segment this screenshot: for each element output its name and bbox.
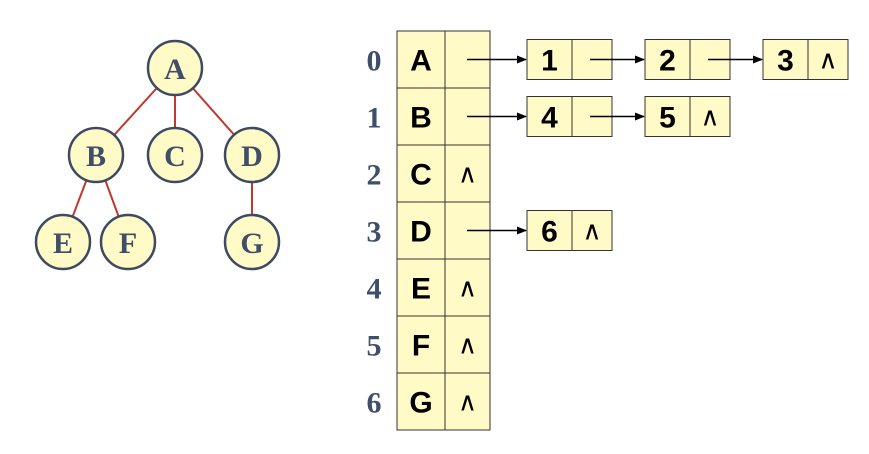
tree-node-d: D [223,126,281,184]
child-index-cell [644,39,691,80]
null-pointer-icon: ∧ [458,160,477,190]
tree-node-b: B [67,126,125,184]
tree-node-label: A [164,53,186,86]
child-node-4: 4 [526,96,645,137]
row-index-label: 4 [367,273,382,306]
child-index-cell [526,39,573,80]
null-pointer-icon: ∧ [818,46,837,76]
tree-node-label: C [164,140,186,173]
tree-node-label: D [241,140,263,173]
null-pointer-icon: ∧ [700,103,719,133]
next-pointer-cell [571,210,613,251]
tree-node-circle [223,126,281,184]
next-pointer-cell [689,96,731,137]
data-cell-label: D [410,216,432,249]
child-node-6: 6∧ [526,210,613,251]
child-index-label: 4 [541,102,558,135]
child-node-5: 5∧ [644,96,731,137]
tree-node-circle [34,213,92,271]
tree-node-label: B [86,140,106,173]
child-index-label: 2 [659,45,676,78]
data-cell-label: C [410,159,432,192]
tree-node-label: G [240,227,263,260]
tree-node-label: E [53,227,73,260]
data-cell-label: A [410,45,432,78]
row-index-label: 5 [367,330,382,363]
tree-node-circle [99,213,157,271]
pointer-cell [444,258,491,317]
data-cell-label: B [410,102,432,135]
child-index-label: 1 [541,45,558,78]
data-cell-label: F [412,330,430,363]
pointer-cell [444,372,491,431]
null-pointer-icon: ∧ [458,274,477,304]
row-index-label: 1 [367,102,382,135]
row-index-label: 6 [367,387,382,420]
tree-node-a: A [146,39,204,97]
tree-node-c: C [146,126,204,184]
child-list-d: 6∧ [467,210,613,251]
child-index-label: 6 [541,216,558,249]
child-node-2: 2 [644,39,763,80]
data-cell [396,372,446,431]
tree-node-circle [146,126,204,184]
tree-node-label: F [119,227,137,260]
data-cell [396,201,446,260]
tree-nodes: A B C D E F G [34,39,281,271]
tree-node-circle [223,213,281,271]
row-index-label: 3 [367,216,382,249]
row-index-label: 0 [367,45,382,78]
null-pointer-icon: ∧ [582,217,601,247]
null-pointer-icon: ∧ [458,331,477,361]
tree-node-e: E [34,213,92,271]
child-node-3: 3∧ [762,39,849,80]
data-cell [396,30,446,89]
data-cell-label: G [409,387,432,420]
null-pointer-icon: ∧ [458,388,477,418]
tree-node-g: G [223,213,281,271]
tree-node-circle [146,39,204,97]
row-index-label: 2 [367,159,382,192]
tree-node-f: F [99,213,157,271]
child-index-cell [644,96,691,137]
child-node-1: 1 [526,39,645,80]
child-index-cell [762,39,809,80]
data-cell-label: E [411,273,431,306]
child-index-label: 3 [777,45,794,78]
child-index-label: 5 [659,102,676,135]
tree-node-circle [67,126,125,184]
child-index-cell [526,210,573,251]
pointer-cell [444,144,491,203]
child-index-cell [526,96,573,137]
data-cell [396,258,446,317]
next-pointer-cell [807,39,849,80]
